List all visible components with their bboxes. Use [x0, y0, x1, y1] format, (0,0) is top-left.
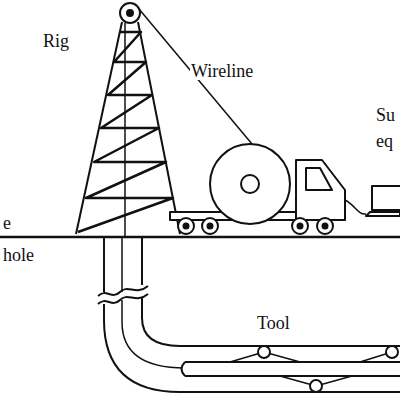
borehole-wall [104, 304, 400, 392]
part-label: Wireline [190, 62, 254, 80]
wheel [178, 218, 194, 234]
borehole-wall [103, 237, 105, 292]
crown-sheave [120, 3, 140, 23]
part-label: Tool [256, 314, 291, 332]
wireline-downhole [121, 237, 123, 292]
centralizer-wheel [258, 346, 270, 358]
wheel [202, 218, 218, 234]
borehole-wall [141, 237, 143, 285]
rig-derrick [76, 3, 180, 236]
borehole-wall [142, 298, 400, 346]
wireline-downhole [122, 300, 185, 368]
part-label: eq [375, 132, 394, 150]
sheave-hub [127, 10, 133, 16]
laptop-base [366, 212, 400, 216]
wheel-hub [323, 224, 328, 229]
laptop-screen [372, 186, 400, 210]
part-label: Su [375, 106, 396, 124]
cable-drum [210, 144, 290, 224]
wheel-hub [208, 224, 213, 229]
borehole [98, 237, 400, 392]
cab-window [306, 168, 332, 190]
centralizer-wheel [386, 346, 398, 358]
wheel [292, 218, 308, 234]
drum-hub [241, 175, 259, 193]
truck-cab [296, 160, 345, 220]
logging-truck [170, 144, 345, 234]
ground-line [0, 236, 400, 239]
wheel-hub [298, 224, 303, 229]
wheel-hub [184, 224, 189, 229]
centralizer-wheel [310, 380, 322, 392]
surface-laptop [345, 186, 400, 216]
break-mark [98, 294, 148, 304]
part-label: hole [2, 246, 35, 264]
data-cable [345, 200, 366, 214]
tool-body [182, 362, 400, 376]
part-label: e [2, 214, 12, 232]
break-mark [98, 286, 148, 296]
wheel [317, 218, 333, 234]
logging-tool [182, 346, 400, 392]
wireline-in-derrick [124, 23, 126, 236]
part-label: Rig [42, 32, 70, 50]
